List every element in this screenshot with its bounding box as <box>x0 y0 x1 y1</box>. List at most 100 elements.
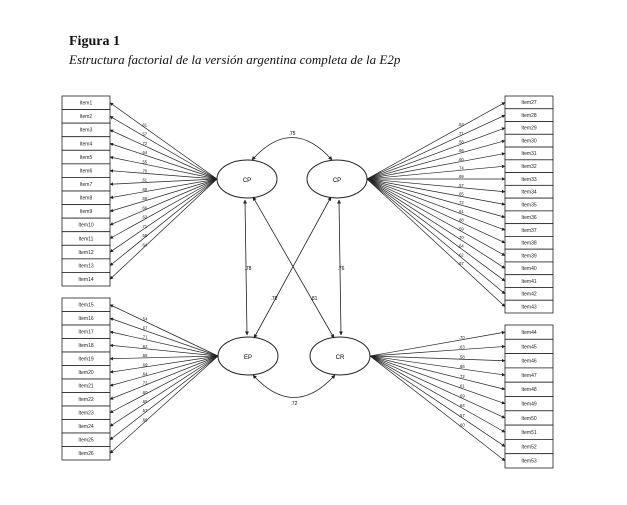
correlation-label: .78 <box>245 266 252 272</box>
loading-arrow <box>109 116 218 180</box>
loading-arrow <box>109 102 218 180</box>
loading-label: .58 <box>458 139 464 144</box>
item-label: Item19 <box>78 357 94 363</box>
loading-label: .67 <box>458 261 464 266</box>
item-label: Item46 <box>521 359 537 365</box>
loading-arrow <box>369 355 506 419</box>
loading-label: .62 <box>142 344 148 349</box>
loading-label: .69 <box>142 362 148 367</box>
loading-label: .69 <box>459 393 465 398</box>
item-label: Item42 <box>521 292 537 298</box>
loading-arrow <box>369 344 506 357</box>
loading-label: .64 <box>141 150 147 155</box>
loading-label: .74 <box>458 166 464 171</box>
loading-label: .69 <box>458 174 464 179</box>
loading-arrow <box>366 178 506 307</box>
loading-arrow <box>109 355 219 441</box>
loading-arrow <box>109 304 219 357</box>
loading-arrow <box>366 164 506 180</box>
correlation-label: .72 <box>291 401 298 407</box>
loading-label: .55 <box>141 159 147 164</box>
item-label: Item17 <box>78 330 94 336</box>
loading-arrow <box>366 152 506 180</box>
item-label: Item53 <box>521 459 537 465</box>
loading-arrow <box>366 102 506 180</box>
loading-arrow <box>366 178 506 269</box>
loading-label: .63 <box>458 122 464 127</box>
item-label: Item30 <box>521 138 537 144</box>
factor-correlations: .75 .72 .78 .76 .70 .81 <box>243 131 345 407</box>
loading-label: .71 <box>142 335 148 340</box>
loading-arrow <box>109 355 219 454</box>
loading-arrow <box>369 355 506 363</box>
factor-label: CR <box>336 355 345 361</box>
item-group-bottom-left: Item15Item16Item17Item18Item19Item20Item… <box>61 297 111 461</box>
item-group-bottom-right: Item44Item45Item46Item47Item48Item49Item… <box>504 324 554 469</box>
loading-arrow <box>109 178 218 199</box>
item-label: Item2 <box>80 114 93 120</box>
item-group-top-right: Item27Item28Item29Item30Item31Item32Item… <box>504 95 554 314</box>
item-label: Item10 <box>78 223 94 229</box>
loading-arrow <box>109 178 218 186</box>
loading-label: .61 <box>459 384 465 389</box>
loading-label: .62 <box>458 252 464 257</box>
item-label: Item41 <box>521 279 537 285</box>
loading-label: .71 <box>458 131 464 136</box>
loading-label: .64 <box>459 403 465 408</box>
loading-arrow <box>369 355 506 447</box>
loading-label: .73 <box>142 381 148 386</box>
item-group-top-left: Item1Item2Item3Item4Item5Item6Item7Item8… <box>61 95 111 287</box>
item-label: Item18 <box>78 343 94 349</box>
item-label: Item21 <box>78 384 94 390</box>
factor-label: CP <box>333 178 341 184</box>
item-label: Item34 <box>521 190 537 196</box>
item-label: Item1 <box>80 101 93 107</box>
loading-arrow <box>366 127 506 180</box>
loading-arrow <box>369 355 506 391</box>
loading-label: .64 <box>142 371 148 376</box>
loading-arrow <box>109 355 219 414</box>
loading-arrow <box>369 355 506 377</box>
item-label: Item13 <box>78 263 94 269</box>
item-label: Item40 <box>521 266 537 272</box>
loading-arrow <box>366 178 506 194</box>
item-label: Item11 <box>79 236 94 242</box>
loading-label: .60 <box>459 422 465 427</box>
loading-label: .64 <box>458 244 464 249</box>
item-label: Item47 <box>521 373 537 379</box>
item-label: Item31 <box>521 151 537 157</box>
loading-label: .66 <box>141 205 147 210</box>
item-label: Item7 <box>80 182 93 188</box>
loading-label: .59 <box>458 226 464 231</box>
item-label: Item28 <box>521 113 537 119</box>
loading-label: .64 <box>141 242 147 247</box>
loading-label: .67 <box>142 326 148 331</box>
item-label: Item24 <box>78 424 94 430</box>
item-label: Item25 <box>78 438 94 444</box>
loading-label: .59 <box>141 196 147 201</box>
loading-arrow <box>109 178 218 280</box>
item-label: Item9 <box>80 209 93 215</box>
loading-arrow <box>369 355 506 462</box>
loading-arrow <box>369 355 506 433</box>
loading-arrow <box>109 343 219 357</box>
loading-label: .66 <box>458 148 464 153</box>
item-label: Item15 <box>78 303 94 309</box>
loading-label: .60 <box>142 390 148 395</box>
loading-label: .70 <box>458 235 464 240</box>
loading-arrow <box>366 139 506 180</box>
item-label: Item20 <box>78 370 94 376</box>
item-label: Item44 <box>521 330 537 336</box>
loading-arrow <box>366 178 506 231</box>
item-label: Item26 <box>78 451 94 457</box>
item-label: Item49 <box>521 401 537 407</box>
loading-arrow <box>109 355 219 374</box>
item-label: Item33 <box>521 177 537 183</box>
loading-arrow <box>109 142 218 180</box>
loading-label: .72 <box>459 374 465 379</box>
item-label: Item39 <box>521 253 537 259</box>
loading-label: .63 <box>459 345 465 350</box>
loading-label: .57 <box>459 413 465 418</box>
item-label: Item45 <box>521 344 537 350</box>
